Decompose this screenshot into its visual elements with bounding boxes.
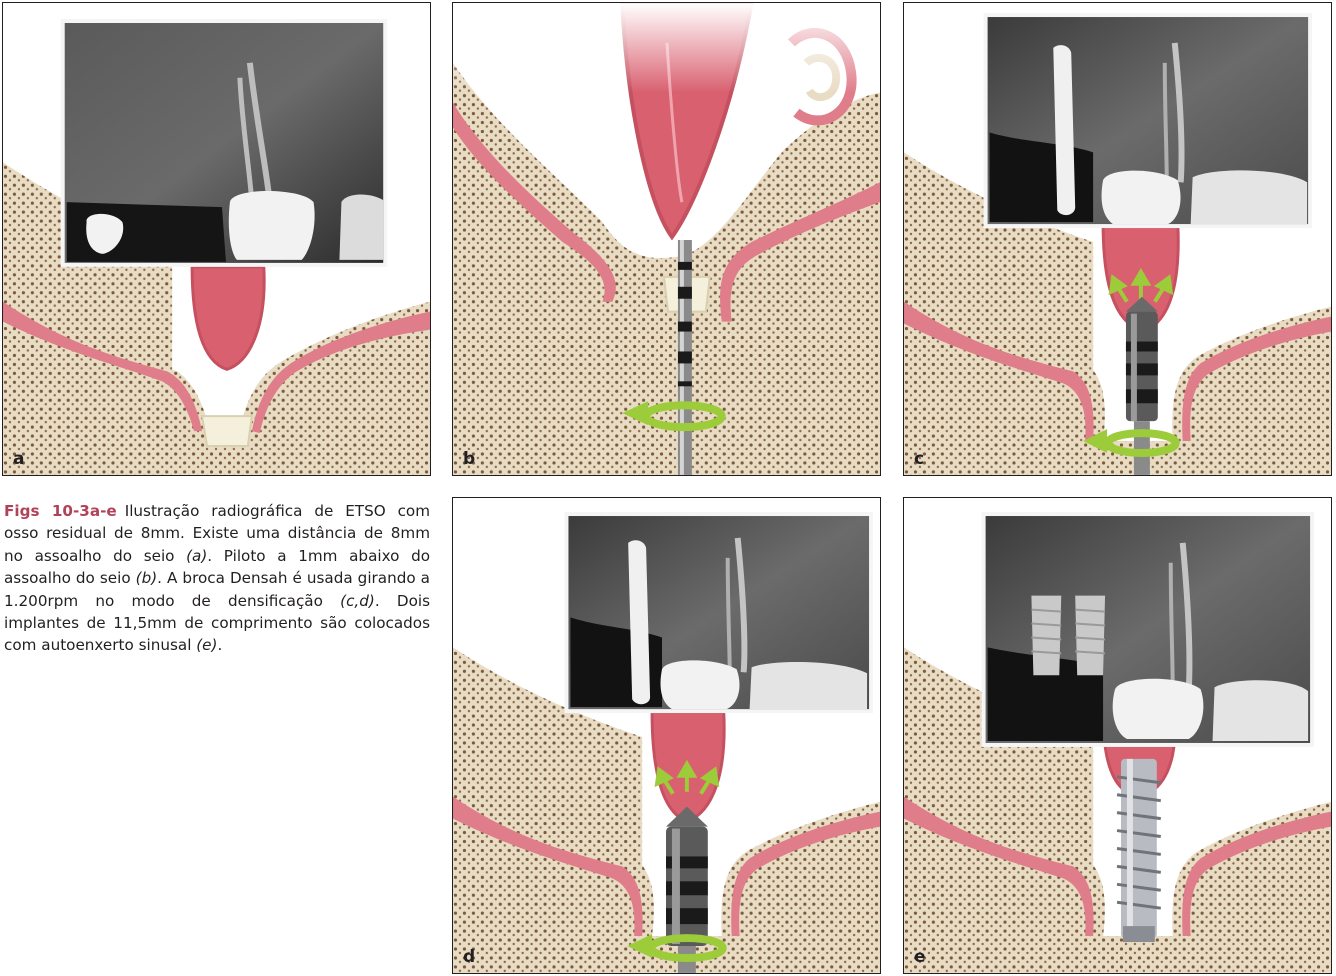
caption-text-5: . (217, 636, 222, 654)
figure-panel-c: c (903, 2, 1332, 476)
sinus-illustration-c (904, 3, 1331, 475)
figure-panel-b: b (452, 2, 881, 476)
panel-label-d: d (463, 947, 475, 967)
sinus-illustration-b (453, 3, 880, 475)
figure-panel-e: e (903, 497, 1332, 974)
sinus-illustration-a (3, 3, 430, 475)
figure-panel-d: d (452, 497, 881, 974)
caption-figure-number: Figs 10-3a-e (4, 502, 117, 520)
pilot-drill-b (678, 240, 692, 475)
implant-e (1117, 759, 1161, 942)
panel-label-b: b (463, 449, 475, 469)
panel-label-c: c (914, 449, 924, 469)
panel-label-a: a (13, 449, 24, 469)
caption-ref-cd: (c,d) (340, 592, 375, 610)
caption-ref-e: (e) (196, 636, 217, 654)
sinus-illustration-d (453, 498, 880, 973)
sinus-illustration-e (904, 498, 1331, 973)
figure-panel-a: a (2, 2, 431, 476)
panel-label-e: e (914, 947, 926, 967)
caption-ref-a: (a) (186, 547, 207, 565)
caption-ref-b: (b) (136, 569, 158, 587)
